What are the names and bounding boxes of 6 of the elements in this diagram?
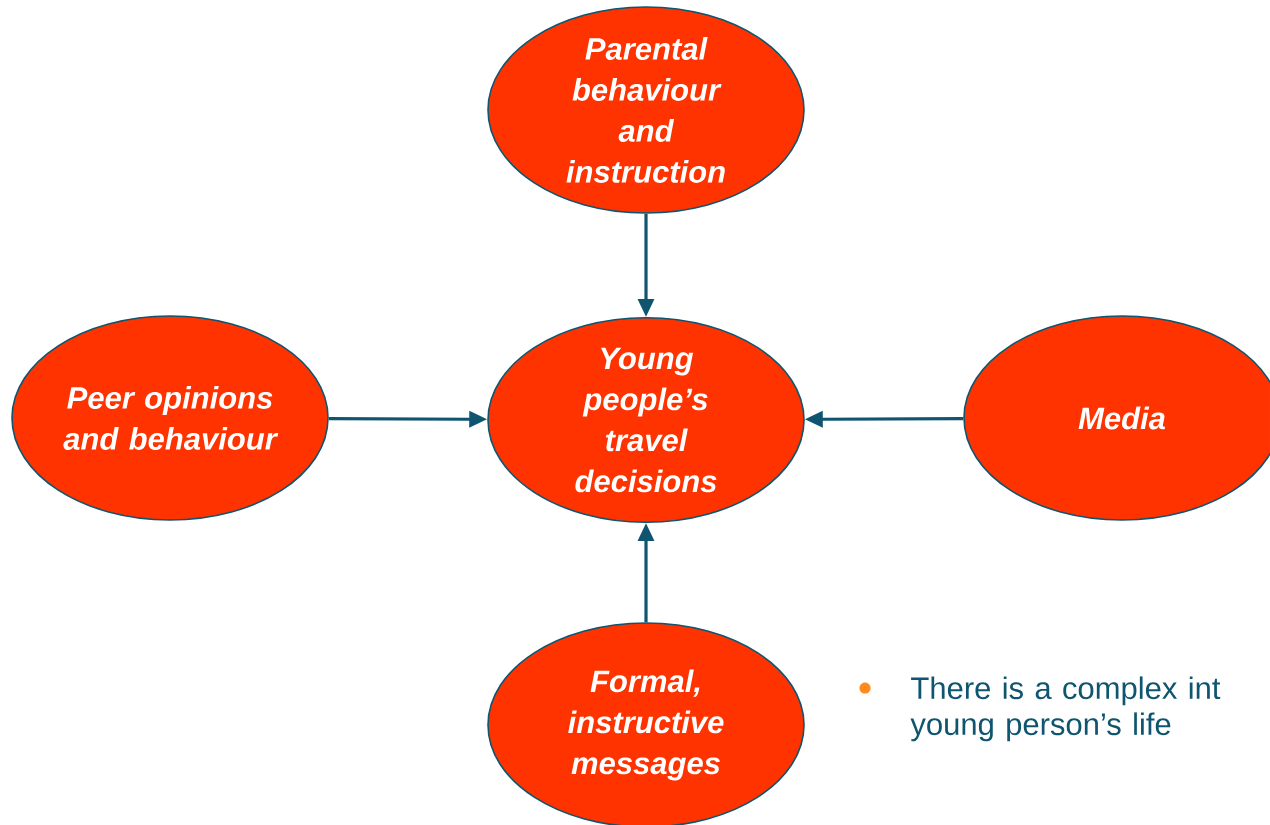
ellipse-node: Young people’s travel decisions (487, 316, 805, 524)
bullet-text: There is a complex int young person’s life (910, 676, 1221, 742)
ellipse-node: Parental behaviour and instruction (487, 6, 805, 214)
ellipse-node: Peer opinions and behaviour (11, 315, 329, 521)
ellipse-node: Formal, instructive messages (487, 622, 805, 825)
ellipse-node: Media (963, 315, 1270, 521)
